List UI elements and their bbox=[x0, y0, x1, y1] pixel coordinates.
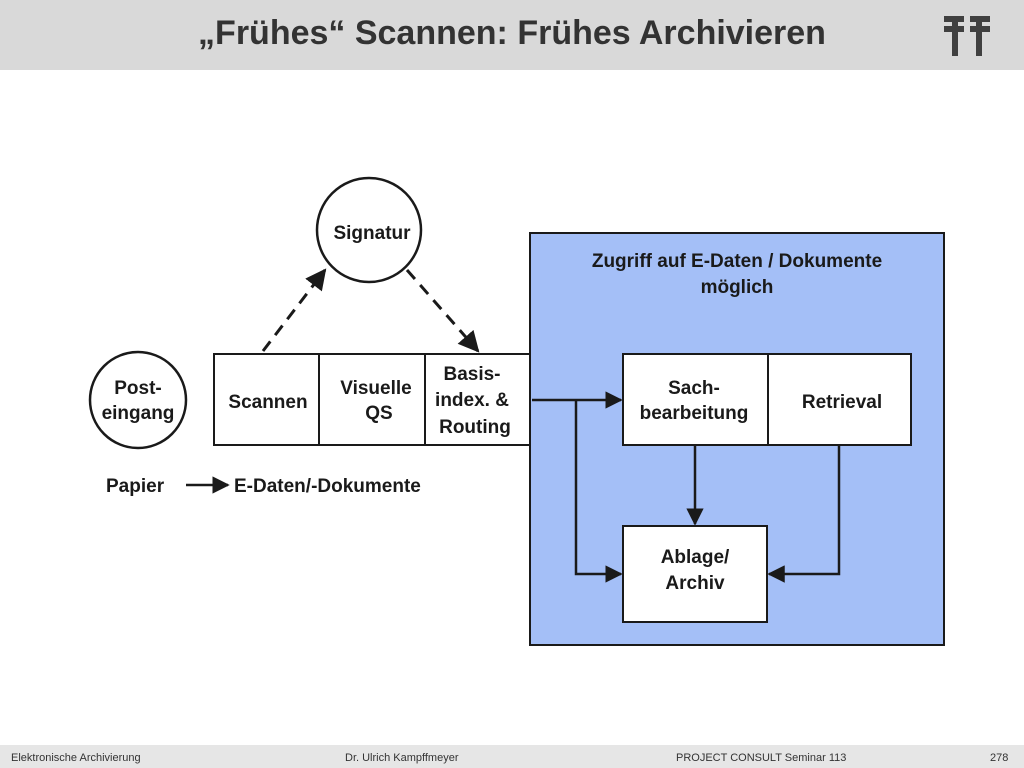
zone-label-line1: Zugriff auf E-Daten / Dokumente bbox=[592, 251, 882, 272]
footer-course: Elektronische Archivierung bbox=[11, 752, 141, 764]
basisindex-label-line1: Basis- bbox=[443, 364, 500, 385]
footer-author: Dr. Ulrich Kampffmeyer bbox=[345, 752, 459, 764]
retrieval-label: Retrieval bbox=[802, 392, 882, 413]
posteingang-label-line1: Post- bbox=[114, 378, 162, 399]
dashed-arrow-signatur-to-basisindex bbox=[405, 269, 480, 353]
signatur-label: Signatur bbox=[333, 223, 411, 244]
dashed-arrow-scannen-to-signatur bbox=[261, 268, 327, 352]
slide-header bbox=[0, 0, 1024, 70]
legend-papier: Papier bbox=[106, 476, 165, 497]
ablage-label-line2: Archiv bbox=[665, 573, 725, 594]
retrieval-box bbox=[767, 353, 912, 446]
posteingang-node bbox=[88, 350, 188, 450]
arrow-retrieval-to-ablage bbox=[767, 445, 841, 583]
footer-page-number: 278 bbox=[990, 752, 1009, 764]
footer-seminar: PROJECT CONSULT Seminar 113 bbox=[676, 752, 847, 764]
visuelle-qs-label-line2: QS bbox=[365, 403, 392, 424]
legend-edaten: E-Daten/-Dokumente bbox=[234, 476, 421, 497]
posteingang-label-line2: eingang bbox=[102, 403, 175, 424]
slide-footer bbox=[0, 745, 1024, 768]
arrow-basisindex-to-ablage bbox=[574, 400, 623, 583]
basisindex-box bbox=[424, 353, 531, 446]
basisindex-label-line2: index. & bbox=[435, 390, 509, 411]
signatur-node bbox=[315, 176, 423, 284]
ablage-archiv-box bbox=[622, 525, 768, 623]
scannen-label: Scannen bbox=[228, 392, 307, 413]
company-logo bbox=[944, 16, 990, 56]
slide-title: „Frühes“ Scannen: Frühes Archivieren bbox=[198, 14, 826, 52]
visuelle-qs-box bbox=[318, 353, 426, 446]
zone-label-line2: möglich bbox=[701, 277, 774, 298]
visuelle-qs-label-line1: Visuelle bbox=[340, 378, 411, 399]
sachbearbeitung-label-line2: bearbeitung bbox=[640, 403, 749, 424]
scannen-box bbox=[213, 353, 320, 446]
ablage-label-line1: Ablage/ bbox=[661, 547, 730, 568]
basisindex-label-line3: Routing bbox=[439, 417, 511, 438]
sachbearbeitung-box bbox=[622, 353, 769, 446]
sachbearbeitung-label-line1: Sach- bbox=[668, 378, 720, 399]
